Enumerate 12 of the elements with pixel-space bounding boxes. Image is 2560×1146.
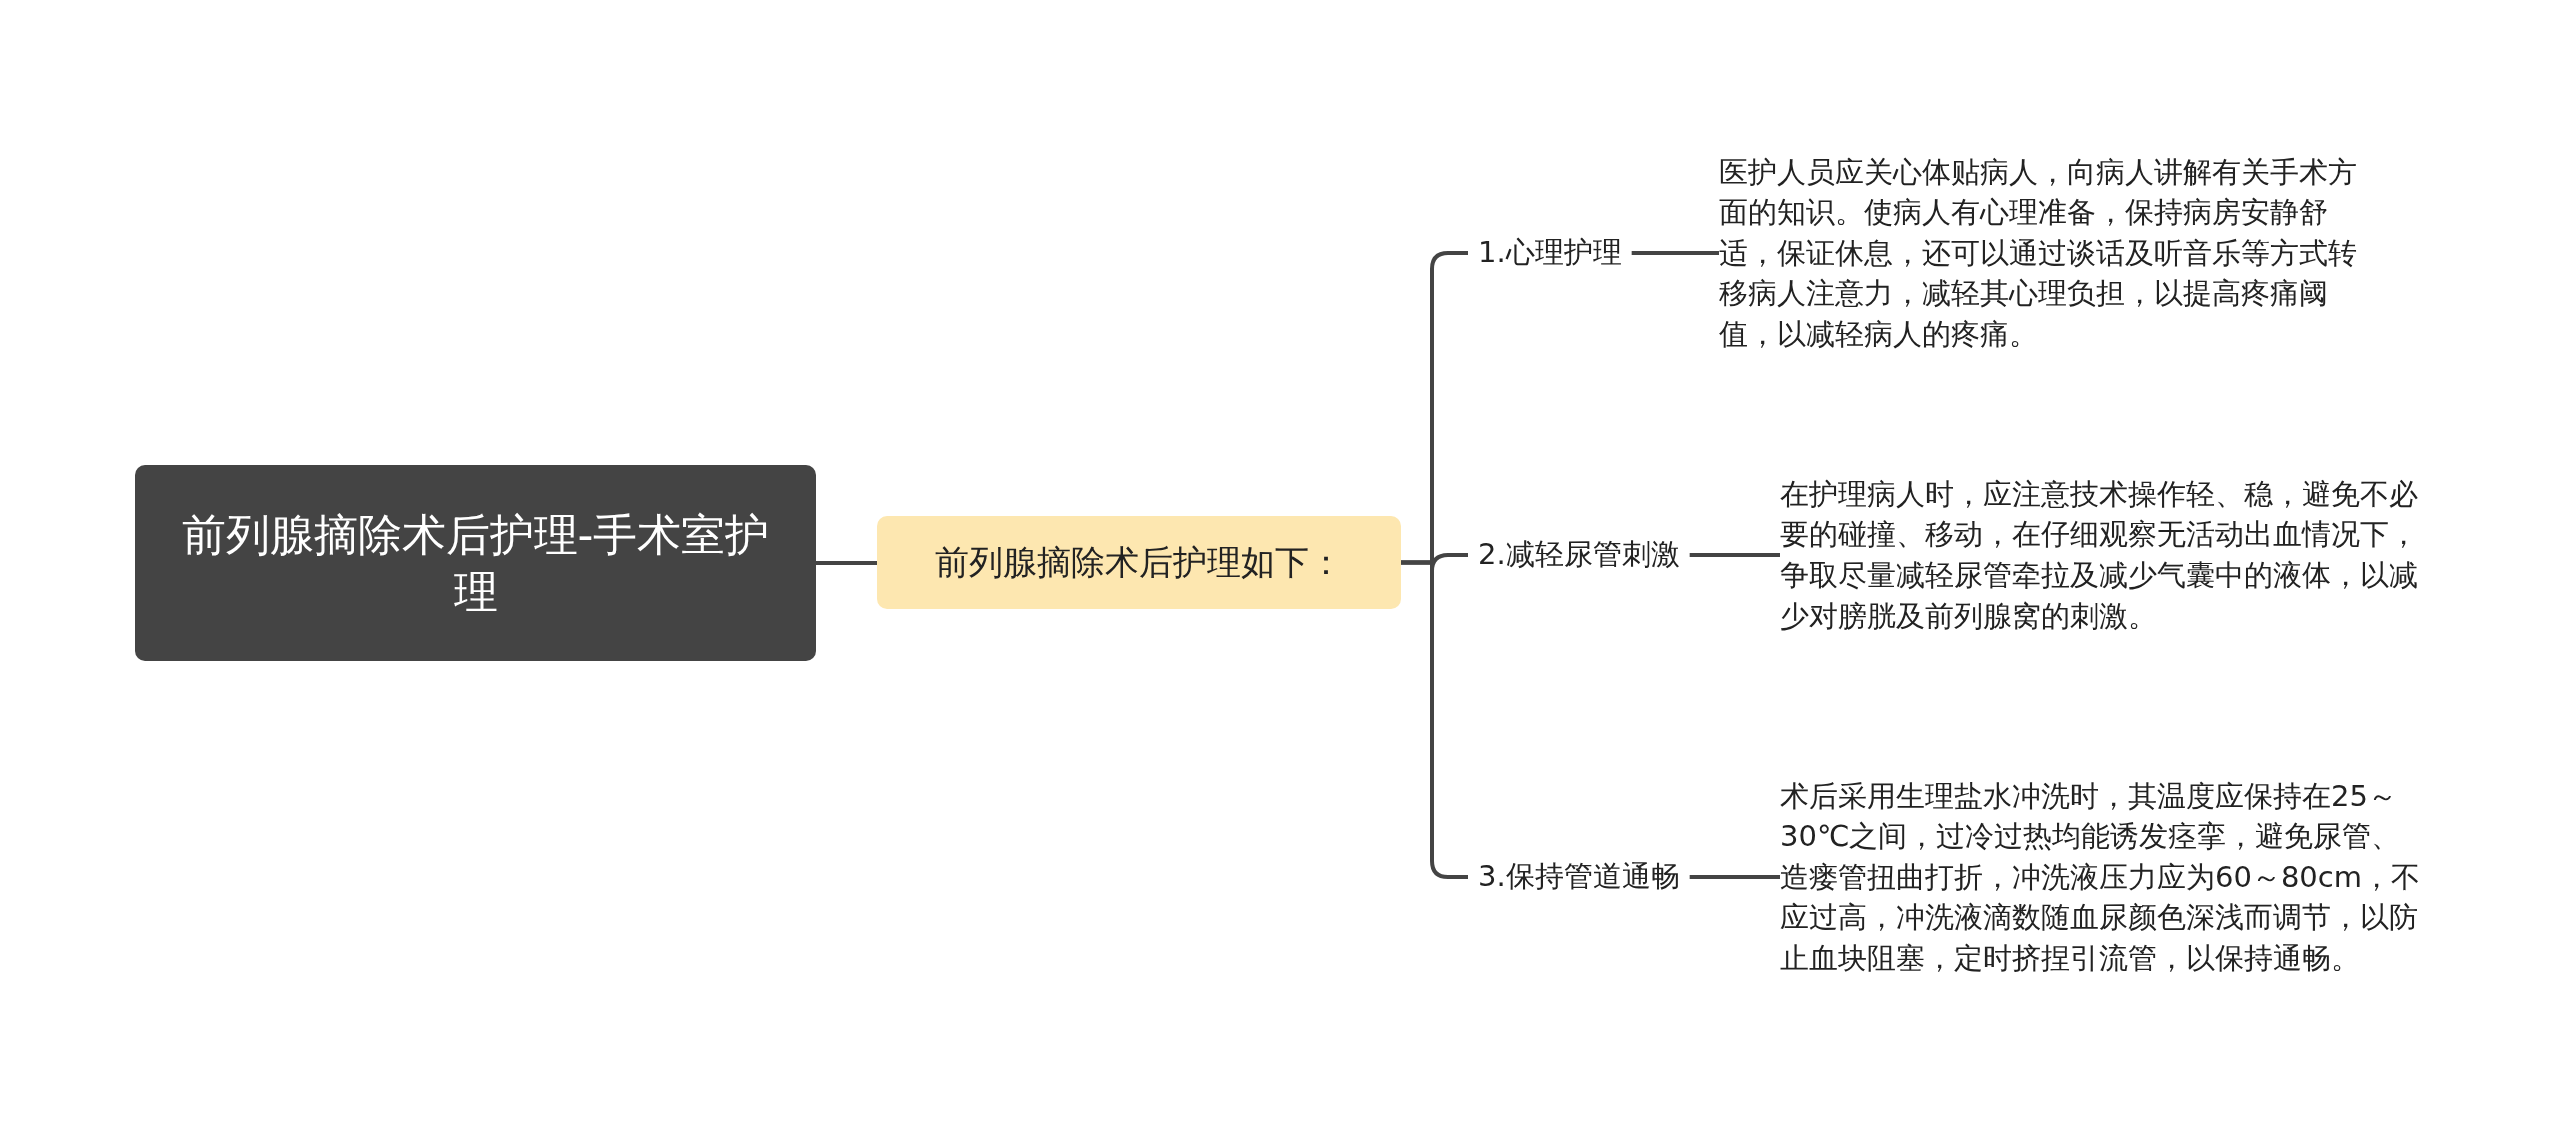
connector-line [1689, 875, 1780, 879]
root-topic-box: 前列腺摘除术后护理-手术室护理 [135, 465, 816, 661]
subtopic-text: 1.心理护理 [1468, 233, 1632, 273]
connector-line [816, 561, 877, 565]
subtopic-text: 3.保持管道通畅 [1468, 857, 1690, 897]
detail-text: 术后采用生理盐水冲洗时，其温度应保持在25～30℃之间，过冷过热均能诱发痉挛，避免尿管、造瘘管扭曲打折，冲洗液压力应为60～80cm，不应过高，冲洗液滴数随血尿颜色深浅而调节，以防止血块阻塞，定时挤捏引流管，以保持通畅。 [1780, 775, 2420, 979]
subtopic-text: 2.减轻尿管刺激 [1468, 535, 1690, 575]
detail-text: 在护理病人时，应注意技术操作轻、稳，避免不必要的碰撞、移动，在仔细观察无活动出血情况下，争取尽量减轻尿管牵拉及减少气囊中的液体，以减少对膀胱及前列腺窝的刺激。 [1780, 473, 2420, 637]
main-topic-box: 前列腺摘除术后护理如下： [877, 516, 1401, 609]
connector-line [1631, 251, 1719, 255]
detail-text: 医护人员应关心体贴病人，向病人讲解有关手术方面的知识。使病人有心理准备，保持病房安静舒适，保证休息，还可以通过谈话及听音乐等方式转移病人注意力，减轻其心理负担，以提高疼痛阈值，以减轻病人的疼痛。 [1719, 151, 2359, 355]
connector-line [1689, 553, 1780, 557]
